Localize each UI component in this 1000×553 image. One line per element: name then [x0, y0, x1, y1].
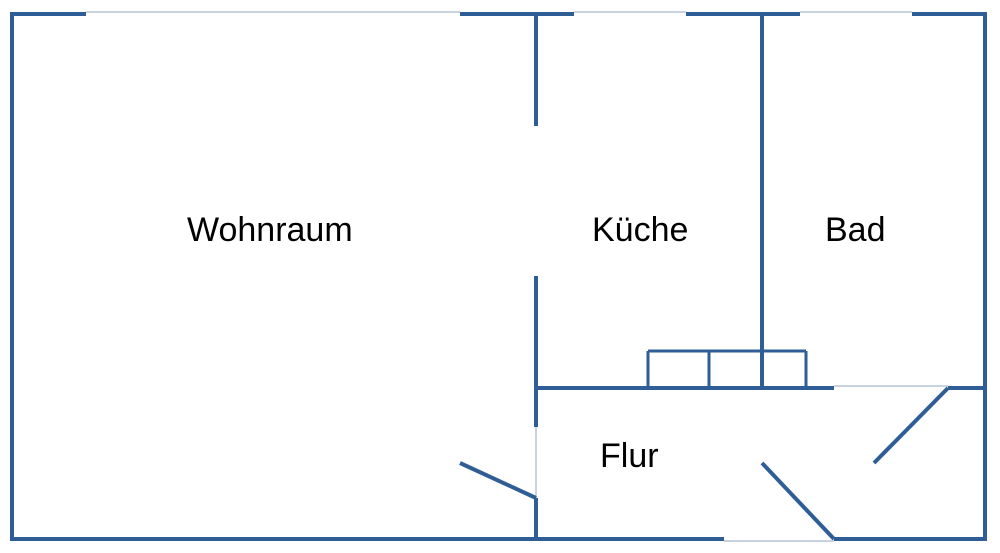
- room-label-kueche: Küche: [592, 211, 689, 249]
- room-label-bad: Bad: [825, 211, 886, 249]
- room-label-wohnraum: Wohnraum: [187, 211, 353, 249]
- door-flur-entrance: [760, 461, 836, 541]
- kitchen-cabinets: [646, 349, 808, 388]
- door-wohnraum: [459, 461, 537, 500]
- exterior-walls: [10, 12, 987, 541]
- windows: [86, 11, 948, 542]
- room-label-flur: Flur: [600, 437, 659, 475]
- doors: [459, 386, 950, 541]
- door-bad: [872, 386, 950, 465]
- interior-walls: [534, 12, 987, 541]
